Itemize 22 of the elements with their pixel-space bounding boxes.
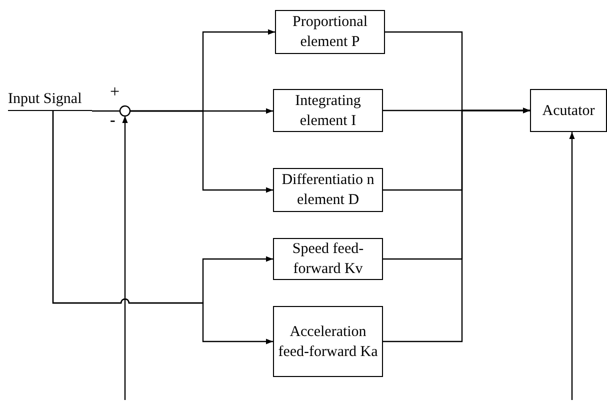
box-label: Acutator (542, 102, 595, 120)
box-label: Input Signal (8, 90, 82, 108)
summing-junction (119, 105, 131, 117)
box-label: Differentiatio n element D (280, 171, 376, 210)
box-label: Acceleration feed-forward Ka (277, 322, 379, 362)
process-box (273, 168, 383, 212)
connector-arrow (569, 132, 575, 400)
process-box (273, 238, 383, 280)
sign-label: - (110, 113, 116, 129)
process-box (530, 89, 607, 132)
connector-arrow (383, 108, 530, 342)
box-label: Integrating element I (294, 92, 362, 130)
box-label: Speed feed-forward Kv (291, 240, 365, 279)
signal-line-label (8, 90, 92, 111)
sign-label: + (110, 84, 120, 100)
box-label: Proportional element P (292, 13, 368, 52)
process-box (275, 10, 385, 54)
process-box (273, 89, 383, 132)
process-box (273, 306, 383, 377)
connector-arrow (122, 116, 128, 400)
connector-arrow (52, 111, 273, 344)
connector-arrow (130, 110, 273, 193)
